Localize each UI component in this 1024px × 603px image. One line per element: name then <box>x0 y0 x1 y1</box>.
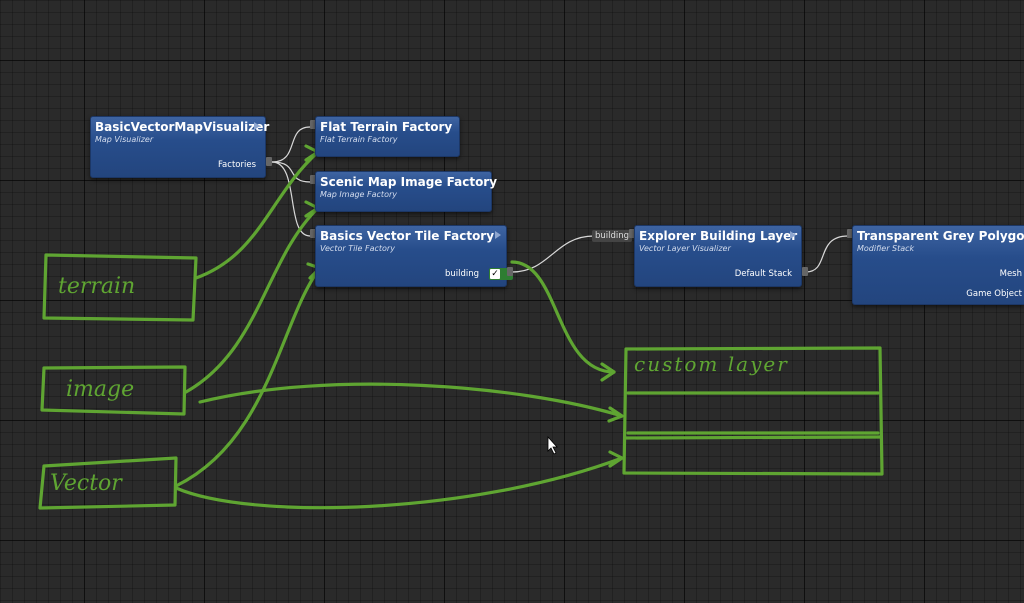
node-title: Transparent Grey Polygon S <box>857 229 1024 243</box>
play-arrow-icon[interactable] <box>495 231 501 239</box>
annotation-arrow <box>198 382 624 418</box>
annotation-arrow <box>174 456 624 510</box>
input-socket[interactable] <box>310 175 316 184</box>
node-title: BasicVectorMapVisualizer <box>95 120 270 134</box>
explorer-building-node[interactable]: Explorer Building Layer Vector Layer Vis… <box>634 225 802 287</box>
play-arrow-icon[interactable] <box>254 122 260 130</box>
flat-terrain-node[interactable]: Flat Terrain Factory Flat Terrain Factor… <box>315 116 460 157</box>
input-socket[interactable] <box>310 229 316 238</box>
connection-wire <box>271 126 311 163</box>
node-subtitle: Flat Terrain Factory <box>320 135 398 144</box>
output-port-label: Game Object <box>966 289 1022 299</box>
output-socket[interactable] <box>266 157 272 166</box>
input-socket[interactable] <box>629 229 635 238</box>
vector-annotation-label: Vector <box>50 471 122 496</box>
connection-wire <box>271 161 311 183</box>
annotation-arrow <box>174 266 322 488</box>
scenic-image-node[interactable]: Scenic Map Image Factory Map Image Facto… <box>315 171 497 212</box>
annotation-arrow <box>510 260 616 374</box>
node-subtitle: Modifier Stack <box>857 244 915 253</box>
custom-layer-box <box>622 346 884 476</box>
transparent-grey-node[interactable]: Transparent Grey Polygon S Modifier Stac… <box>852 225 1024 305</box>
annotation-arrow <box>194 150 320 280</box>
terrain-annotation-label: terrain <box>58 274 136 299</box>
output-port-label: Mesh <box>999 269 1022 279</box>
checkmark-icon: ✓ <box>490 269 500 279</box>
output-port-label: Default Stack <box>734 269 792 279</box>
node-title: Flat Terrain Factory <box>320 120 453 134</box>
vector-tile-node[interactable]: Basics Vector Tile Factory Vector Tile F… <box>315 225 513 287</box>
connection-wire <box>271 161 311 237</box>
input-socket[interactable] <box>847 229 853 238</box>
image-annotation-box <box>40 365 187 416</box>
connection-wire <box>511 235 595 273</box>
output-socket[interactable] <box>507 267 513 276</box>
mouse-cursor-icon <box>547 435 558 455</box>
image-annotation-label: image <box>66 377 135 402</box>
visualizer-node[interactable]: BasicVectorMapVisualizer Map Visualizer … <box>90 116 270 178</box>
node-title: Scenic Map Image Factory <box>320 175 498 189</box>
vector-annotation-box <box>38 456 178 510</box>
custom-layer-annotation-label: custom layer <box>634 352 789 376</box>
terrain-annotation-box <box>42 253 198 322</box>
node-title: Basics Vector Tile Factory <box>320 229 495 243</box>
node-title: Explorer Building Layer <box>639 229 798 243</box>
connection-wire <box>805 235 849 273</box>
annotation-arrow <box>184 206 320 394</box>
play-arrow-icon[interactable] <box>790 231 796 239</box>
custom-layer-divider <box>624 435 882 440</box>
annotation-arrow <box>600 362 616 382</box>
output-socket[interactable] <box>802 267 808 276</box>
node-subtitle: Map Visualizer <box>95 135 154 144</box>
input-port-label: building <box>592 230 633 242</box>
node-subtitle: Vector Tile Factory <box>320 244 395 253</box>
annotation-arrow <box>608 450 624 468</box>
annotation-arrow <box>607 406 624 423</box>
node-subtitle: Vector Layer Visualizer <box>639 244 731 253</box>
input-socket[interactable] <box>310 120 316 129</box>
output-port-label: Factories <box>217 160 256 170</box>
output-port-label: building <box>444 269 479 279</box>
node-subtitle: Map Image Factory <box>320 190 397 199</box>
